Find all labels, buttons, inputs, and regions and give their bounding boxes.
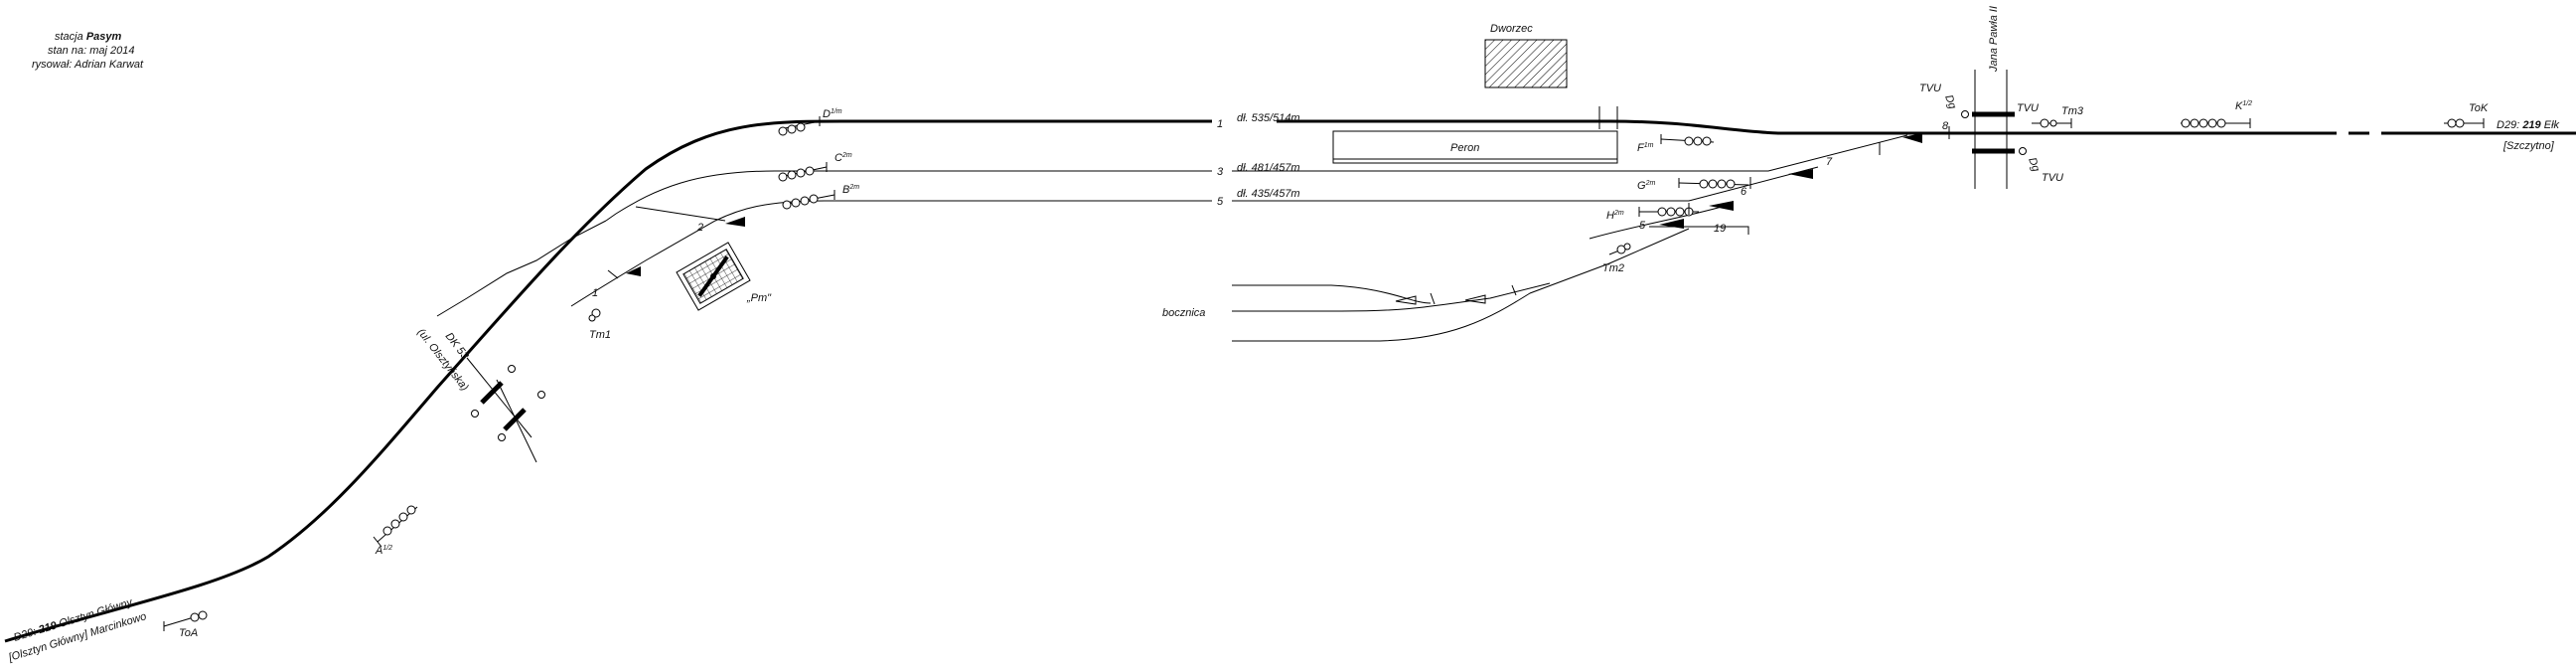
station-name: Pasym	[86, 31, 122, 43]
signal-H-label: H2m	[1606, 210, 1624, 222]
main-line-east	[1277, 119, 2576, 135]
signal-G-label: G2m	[1637, 180, 1655, 192]
signal-K-label: K1/2	[2235, 100, 2252, 112]
tvu-bottom-right: TVU	[2042, 172, 2063, 184]
signal-A	[373, 505, 418, 548]
signal-F-label: F1m	[1637, 142, 1654, 154]
turnout-markers	[626, 133, 1922, 305]
right-ladder	[1232, 134, 1908, 240]
switch-numbers: 1 2 5 6 7 8	[592, 120, 1949, 299]
signal-D	[778, 116, 821, 136]
signal-H	[1638, 207, 1699, 217]
signal-A-label: A1/2	[375, 545, 392, 557]
signal-C	[778, 162, 828, 182]
signal-B-label: B2m	[842, 184, 859, 196]
street-label: Jana Pawła II	[1988, 6, 2000, 73]
siding-tracks	[1232, 228, 1690, 342]
track-5-length: dł. 435/457m	[1237, 188, 1300, 200]
signal-G	[1678, 178, 1749, 189]
signal-Tm2-label: Tm2	[1602, 262, 1624, 274]
platform	[1332, 130, 1618, 164]
pm-label: „Pm"	[746, 292, 772, 304]
level-crossing-dk53	[466, 357, 545, 463]
signal-Tm2	[1608, 243, 1631, 255]
switch-7: 7	[1826, 156, 1833, 168]
signal-D-label: D1/m	[823, 108, 842, 120]
switch-2: 2	[696, 222, 703, 234]
station-building	[1484, 39, 1568, 88]
dg-bottom-label: Dg	[2026, 156, 2042, 174]
track-5-number: 5	[1217, 196, 1224, 208]
platform-label: Peron	[1450, 142, 1479, 154]
east-next-label: [Szczytno]	[2502, 140, 2555, 152]
signal-K	[2181, 118, 2251, 128]
signal-ToK-label: ToK	[2469, 102, 2489, 114]
author-line: rysował: Adrian Karwat	[32, 59, 144, 71]
track-3-length: dł. 481/457m	[1237, 162, 1300, 174]
track-19	[1649, 226, 1749, 235]
signal-B	[782, 190, 835, 210]
signal-Tm3	[2032, 118, 2072, 128]
state-line: stan na: maj 2014	[48, 45, 134, 57]
track-5	[570, 200, 1212, 307]
switch-5: 5	[1639, 220, 1646, 232]
main-line-west	[4, 119, 1212, 643]
dg-top-label: Dg	[1942, 93, 1958, 111]
line-break-mark	[264, 565, 276, 577]
switch-1: 1	[592, 287, 598, 299]
switch-8: 8	[1942, 120, 1949, 132]
signal-ToA	[163, 610, 208, 631]
track-5-diverge	[436, 206, 726, 317]
track-labels: 1 dł. 535/514m 3 dł. 481/457m 5 dł. 435/…	[1217, 112, 1726, 235]
tvu-top-left: TVU	[1919, 83, 1941, 94]
signal-Tm1	[588, 308, 601, 322]
signal-Tm1-label: Tm1	[589, 329, 611, 341]
line-break-mark	[296, 547, 308, 559]
track-1-number: 1	[1217, 118, 1223, 130]
track-3-number: 3	[1217, 166, 1224, 178]
header-block: stacja Pasym stan na: maj 2014 rysował: …	[32, 31, 144, 71]
pm-hut	[676, 242, 751, 311]
track-1-length: dł. 535/514m	[1237, 112, 1300, 124]
joint-ticks	[607, 126, 1950, 305]
track-19-number: 19	[1714, 223, 1726, 235]
signal-C-label: C2m	[834, 152, 852, 164]
level-crossing-east	[1961, 70, 2027, 189]
signal-ToK	[2444, 118, 2485, 128]
signal-Tm3-label: Tm3	[2061, 105, 2084, 117]
signal-F	[1660, 134, 1715, 146]
east-line-label: D29: 219 Ełk	[2497, 119, 2560, 131]
signal-ToA-label: ToA	[179, 627, 198, 639]
station-line: stacja Pasym	[55, 31, 122, 43]
switch-6: 6	[1741, 186, 1747, 198]
station-building-label: Dworzec	[1490, 23, 1533, 35]
track-3	[605, 170, 1212, 222]
siding-label: bocznica	[1162, 307, 1205, 319]
tvu-top-right: TVU	[2017, 102, 2039, 114]
